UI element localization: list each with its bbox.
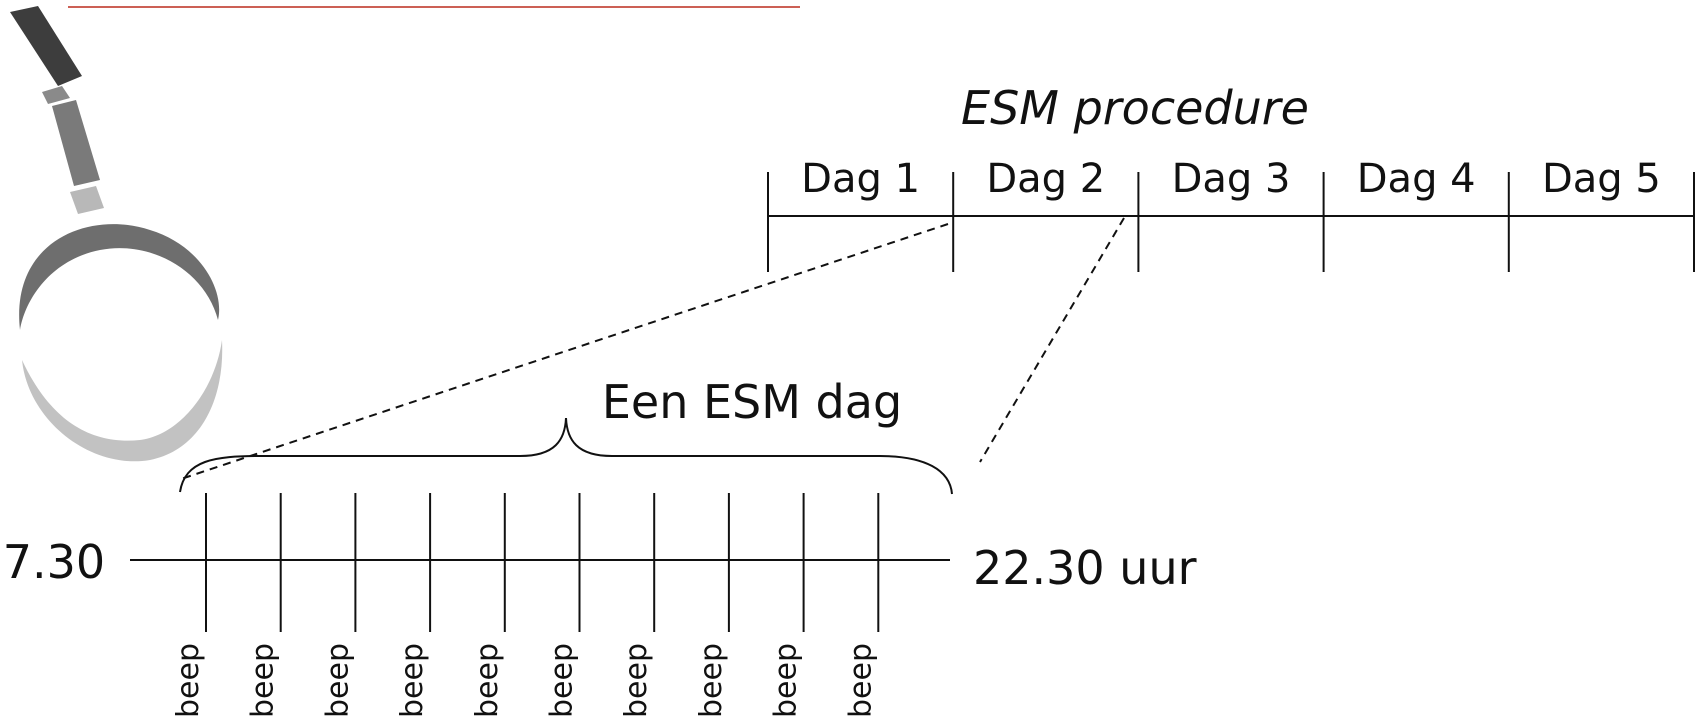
magnifying-glass-icon xyxy=(10,6,223,462)
beep-label: beep xyxy=(395,643,430,718)
diagram-title: ESM procedure xyxy=(961,81,1309,135)
day-label: Dag 1 xyxy=(801,156,920,202)
beep-label: beep xyxy=(694,643,729,718)
day-label: Dag 5 xyxy=(1542,156,1661,202)
zoom-connector-right xyxy=(979,217,1125,463)
day-label: Dag 4 xyxy=(1357,156,1476,202)
zoom-connector-left xyxy=(177,223,949,481)
day-label: Dag 2 xyxy=(986,156,1105,202)
beep-label: beep xyxy=(246,643,281,718)
beep-label: beep xyxy=(470,643,505,718)
day-timeline: Dag 1 Dag 2 Dag 3 Dag 4 Dag 5 xyxy=(767,156,1695,272)
beep-label: beep xyxy=(843,643,878,718)
day-detail-label: Een ESM dag xyxy=(602,375,902,429)
day-brace xyxy=(179,417,953,495)
beep-timeline: beep beep beep beep beep beep beep beep beep beep xyxy=(130,493,950,718)
beep-label: beep xyxy=(320,643,355,718)
day-label: Dag 3 xyxy=(1172,156,1291,202)
beep-label: beep xyxy=(769,643,804,718)
start-time-label: 7.30 xyxy=(3,535,105,589)
end-time-label: 22.30 uur xyxy=(973,541,1197,595)
beep-label: beep xyxy=(171,643,206,718)
beep-label: beep xyxy=(619,643,654,718)
beep-label: beep xyxy=(545,643,580,718)
